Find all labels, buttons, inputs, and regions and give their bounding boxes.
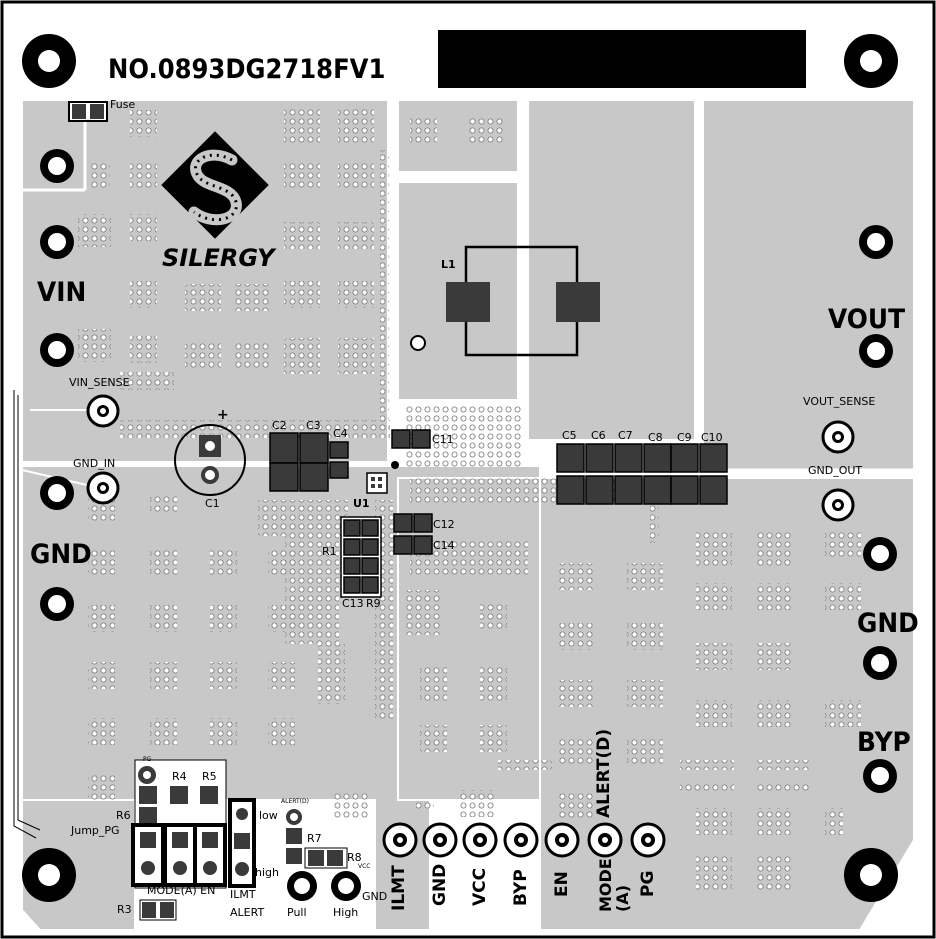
low-label: low (259, 809, 278, 822)
r3-label: R3 (117, 903, 132, 916)
vin-label: VIN (37, 277, 87, 308)
l1-label: L1 (441, 258, 456, 271)
fuse-label: Fuse (110, 98, 136, 111)
alert-jumper-label: ALERT (230, 906, 265, 919)
vcc-small-label: VCC (358, 863, 371, 870)
c13-label: C13 (342, 597, 364, 610)
c2-label: C2 (272, 419, 287, 432)
pull-label: Pull (287, 906, 307, 919)
tp-mode-label: MODE (A) (596, 858, 632, 912)
r9-label: R9 (366, 597, 381, 610)
vin-sense-label: VIN_SENSE (69, 376, 130, 389)
c10-label: C10 (701, 431, 723, 444)
sense-test-points (86, 394, 855, 522)
c11-label: C11 (432, 433, 454, 446)
board-number: NO.0893DG2718FV1 (108, 54, 386, 85)
c9-label: C9 (677, 431, 692, 444)
inductor-l1 (446, 245, 600, 357)
pg-small-label: PG (143, 756, 152, 763)
gnd-jumper-label: GND (362, 890, 388, 903)
r1-label: R1 (322, 545, 337, 558)
signal-test-points (382, 822, 666, 858)
c8-label: C8 (648, 431, 663, 444)
logo-wordmark: SILERGY (162, 244, 275, 272)
jump-pg-label: Jump_PG (71, 824, 120, 837)
alert-d-small-label: ALERT(D) (281, 798, 309, 805)
gnd-in-label: GND_IN (73, 457, 116, 470)
tp-vcc-label: VCC (470, 867, 490, 906)
c7-label: C7 (618, 429, 633, 442)
high-label: high (255, 866, 279, 879)
ilmt-jumper-label: ILMT (230, 888, 256, 901)
tp-en-label: EN (552, 871, 572, 897)
vout-copper-b (702, 99, 915, 471)
r5-label: R5 (202, 770, 217, 783)
vout-copper-a (527, 99, 696, 441)
vout-sense-label: VOUT_SENSE (803, 395, 876, 408)
c4-label: C4 (333, 427, 348, 440)
r8-label: R8 (347, 851, 362, 864)
gnd-out-label: GND_OUT (808, 464, 863, 477)
c5-label: C5 (562, 429, 577, 442)
c12-label: C12 (433, 518, 455, 531)
tp-alert-d-label: ALERT(D) (594, 728, 614, 818)
tp-pg-label: PG (638, 870, 658, 897)
r6-label: R6 (116, 809, 131, 822)
c3-label: C3 (306, 419, 321, 432)
tp-ilmt-label: ILMT (389, 865, 409, 911)
r7-label: R7 (307, 832, 322, 845)
tp-byp-label: BYP (511, 869, 531, 906)
terminal-pads (40, 149, 897, 793)
gnd-left-label: GND (30, 539, 92, 570)
mode-en-label: MODE(A) EN (147, 884, 216, 897)
gnd-right-label: GND (857, 608, 919, 639)
high-cap-label: High (333, 906, 359, 919)
vout-label: VOUT (828, 304, 906, 335)
tp-gnd-label: GND (430, 863, 450, 906)
byp-label: BYP (857, 727, 911, 758)
c6-label: C6 (591, 429, 606, 442)
r4-label: R4 (172, 770, 187, 783)
mounting-holes (22, 34, 898, 902)
c1-label: C1 (205, 497, 220, 510)
label-bar (438, 30, 806, 88)
c14-label: C14 (433, 539, 455, 552)
plus-mark: + (217, 407, 229, 423)
u1-label: U1 (353, 497, 370, 510)
output-capacitors (556, 443, 728, 505)
jumper-headers (131, 759, 361, 921)
